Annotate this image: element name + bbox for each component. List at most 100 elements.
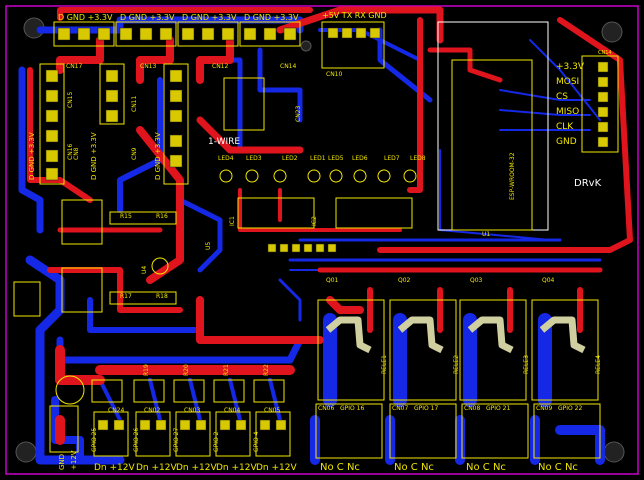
top-conn-label-3: D GND +3.3V (182, 13, 237, 22)
transistor-ref-2: Q02 (398, 277, 411, 284)
spi-pin-1: +3.3V (556, 62, 585, 72)
res-ref-4: R18 (156, 293, 168, 300)
author-label: DRvK (574, 178, 602, 189)
relay-ref-3: RELE3 (523, 355, 530, 374)
power-label-gnd: GND (58, 454, 66, 470)
input-gpio-4: GPIO 2 (213, 431, 220, 452)
input-gpio-2: GPIO 26 (133, 428, 140, 452)
led-label-5: LED5 (328, 155, 344, 162)
input-pins-2: Dn +12V (136, 463, 177, 473)
input-ref-1: CN24 (108, 407, 124, 414)
relay-ref-1: RELE1 (381, 355, 388, 374)
left-stack-label-1: D GND +3.3V (28, 132, 36, 180)
relay-coils (325, 316, 586, 354)
relay-ref-2: RELE2 (453, 355, 460, 374)
relay-contacts-3: No C Nc (466, 462, 506, 473)
input-gpio-3: GPIO 27 (173, 428, 180, 452)
ref-cn13: CN13 (140, 63, 156, 70)
onewire-label: 1-WIRE (208, 137, 240, 147)
top-conn-label-4: D GND +3.3V (244, 13, 299, 22)
capacitor-outline (151, 257, 169, 275)
led-row (219, 169, 417, 183)
relay-ref-4: RELE4 (595, 355, 602, 374)
relay-cn-3: CN08 (464, 405, 480, 412)
bottom-copper-traces (18, 16, 605, 465)
relay-cn-4: CN09 (536, 405, 552, 412)
res-ref-3: R17 (120, 293, 132, 300)
mounting-hole-br (603, 441, 625, 463)
ref-cn9: CN9 (131, 147, 138, 160)
res-ref-8: R22 (263, 364, 270, 376)
relay-gpio-1: GPIO 16 (340, 405, 364, 412)
input-pins-3: Dn +12V (176, 463, 217, 473)
led-label-6: LED6 (352, 155, 368, 162)
module-label: ESP-WROOM-32 (509, 152, 516, 200)
ref-cn8: CN8 (73, 147, 80, 160)
ic-ref-3: U1 (482, 231, 490, 238)
led-label-1: LED4 (218, 155, 234, 162)
left-stack-ref-2: CN15 (67, 92, 74, 108)
input-ref-5: CN05 (264, 407, 280, 414)
input-ref-4: CN04 (224, 407, 240, 414)
ref-cn23: CN23 (295, 106, 302, 122)
mounting-hole-bl (15, 441, 37, 463)
spi-pin-6: GND (556, 137, 577, 147)
relay-gpio-3: GPIO 21 (486, 405, 510, 412)
input-pins-5: Dn +12V (256, 463, 297, 473)
spi-pin-4: MISO (556, 107, 579, 117)
input-pins-1: Dn +12V (94, 463, 135, 473)
transistor-ref-3: Q03 (470, 277, 483, 284)
transistor-ref-1: Q01 (326, 277, 339, 284)
led-label-2: LED3 (246, 155, 262, 162)
ic-ref-1: IC1 (229, 216, 236, 226)
mounting-hole-mid (300, 40, 312, 52)
led-label-8: LED8 (410, 155, 426, 162)
res-ref-2: R16 (156, 213, 168, 220)
spi-pin-2: MOSI (556, 77, 579, 87)
left-stack-ref-3: CN16 (67, 144, 74, 160)
ref-cn12: CN12 (212, 63, 228, 70)
ic-ref-5: U4 (141, 266, 148, 274)
ref-cn14-a: CN14 (280, 63, 296, 70)
relay-gpio-2: GPIO 17 (414, 405, 438, 412)
top-conn-label-2: D GND +3.3V (120, 13, 175, 22)
ic-ref-4: U5 (205, 242, 212, 250)
led-label-3: LED2 (282, 155, 298, 162)
res-ref-7: R21 (223, 364, 230, 376)
res-ref-1: R15 (120, 213, 132, 220)
relay-contacts-2: No C Nc (394, 462, 434, 473)
spi-header-ref: CN14 (598, 50, 612, 56)
top-copper-traces (27, 6, 633, 445)
spi-pin-3: CS (556, 92, 568, 102)
relay-gpio-4: GPIO 22 (558, 405, 582, 412)
input-pins-4: Dn +12V (216, 463, 257, 473)
input-ref-3: CN03 (184, 407, 200, 414)
led-label-4: LED1 (310, 155, 326, 162)
serial-header-label: +5V TX RX GND (322, 11, 387, 20)
input-ref-2: CN02 (144, 407, 160, 414)
led-label-7: LED7 (384, 155, 400, 162)
input-gpio-1: GPIO 25 (91, 428, 98, 452)
ref-cn11: CN11 (131, 96, 138, 112)
res-ref-6: R20 (183, 364, 190, 376)
ic-ref-2: IC2 (311, 216, 318, 226)
relay-contacts-4: No C Nc (538, 462, 578, 473)
left-stack-label-3: D GND +3.3V (154, 132, 162, 180)
component-outlines (13, 21, 619, 459)
power-label-12v: +12V (70, 450, 78, 470)
transistor-ref-4: Q04 (542, 277, 555, 284)
res-ref-5: R19 (143, 364, 150, 376)
ref-cn10: CN10 (326, 71, 342, 78)
spi-pin-5: CLK (556, 122, 574, 132)
input-gpio-5: GPIO 4 (253, 431, 260, 452)
relay-contacts-1: No C Nc (320, 462, 360, 473)
left-stack-label-2: D GND +3.3V (90, 132, 98, 180)
relay-cn-1: CN06 (318, 405, 334, 412)
board-outline (5, 5, 639, 475)
buzzer-outline (55, 375, 85, 405)
left-stack-ref-1: CN17 (66, 63, 82, 70)
top-conn-label-1: D GND +3.3V (58, 13, 113, 22)
mounting-hole-tr (601, 21, 623, 43)
